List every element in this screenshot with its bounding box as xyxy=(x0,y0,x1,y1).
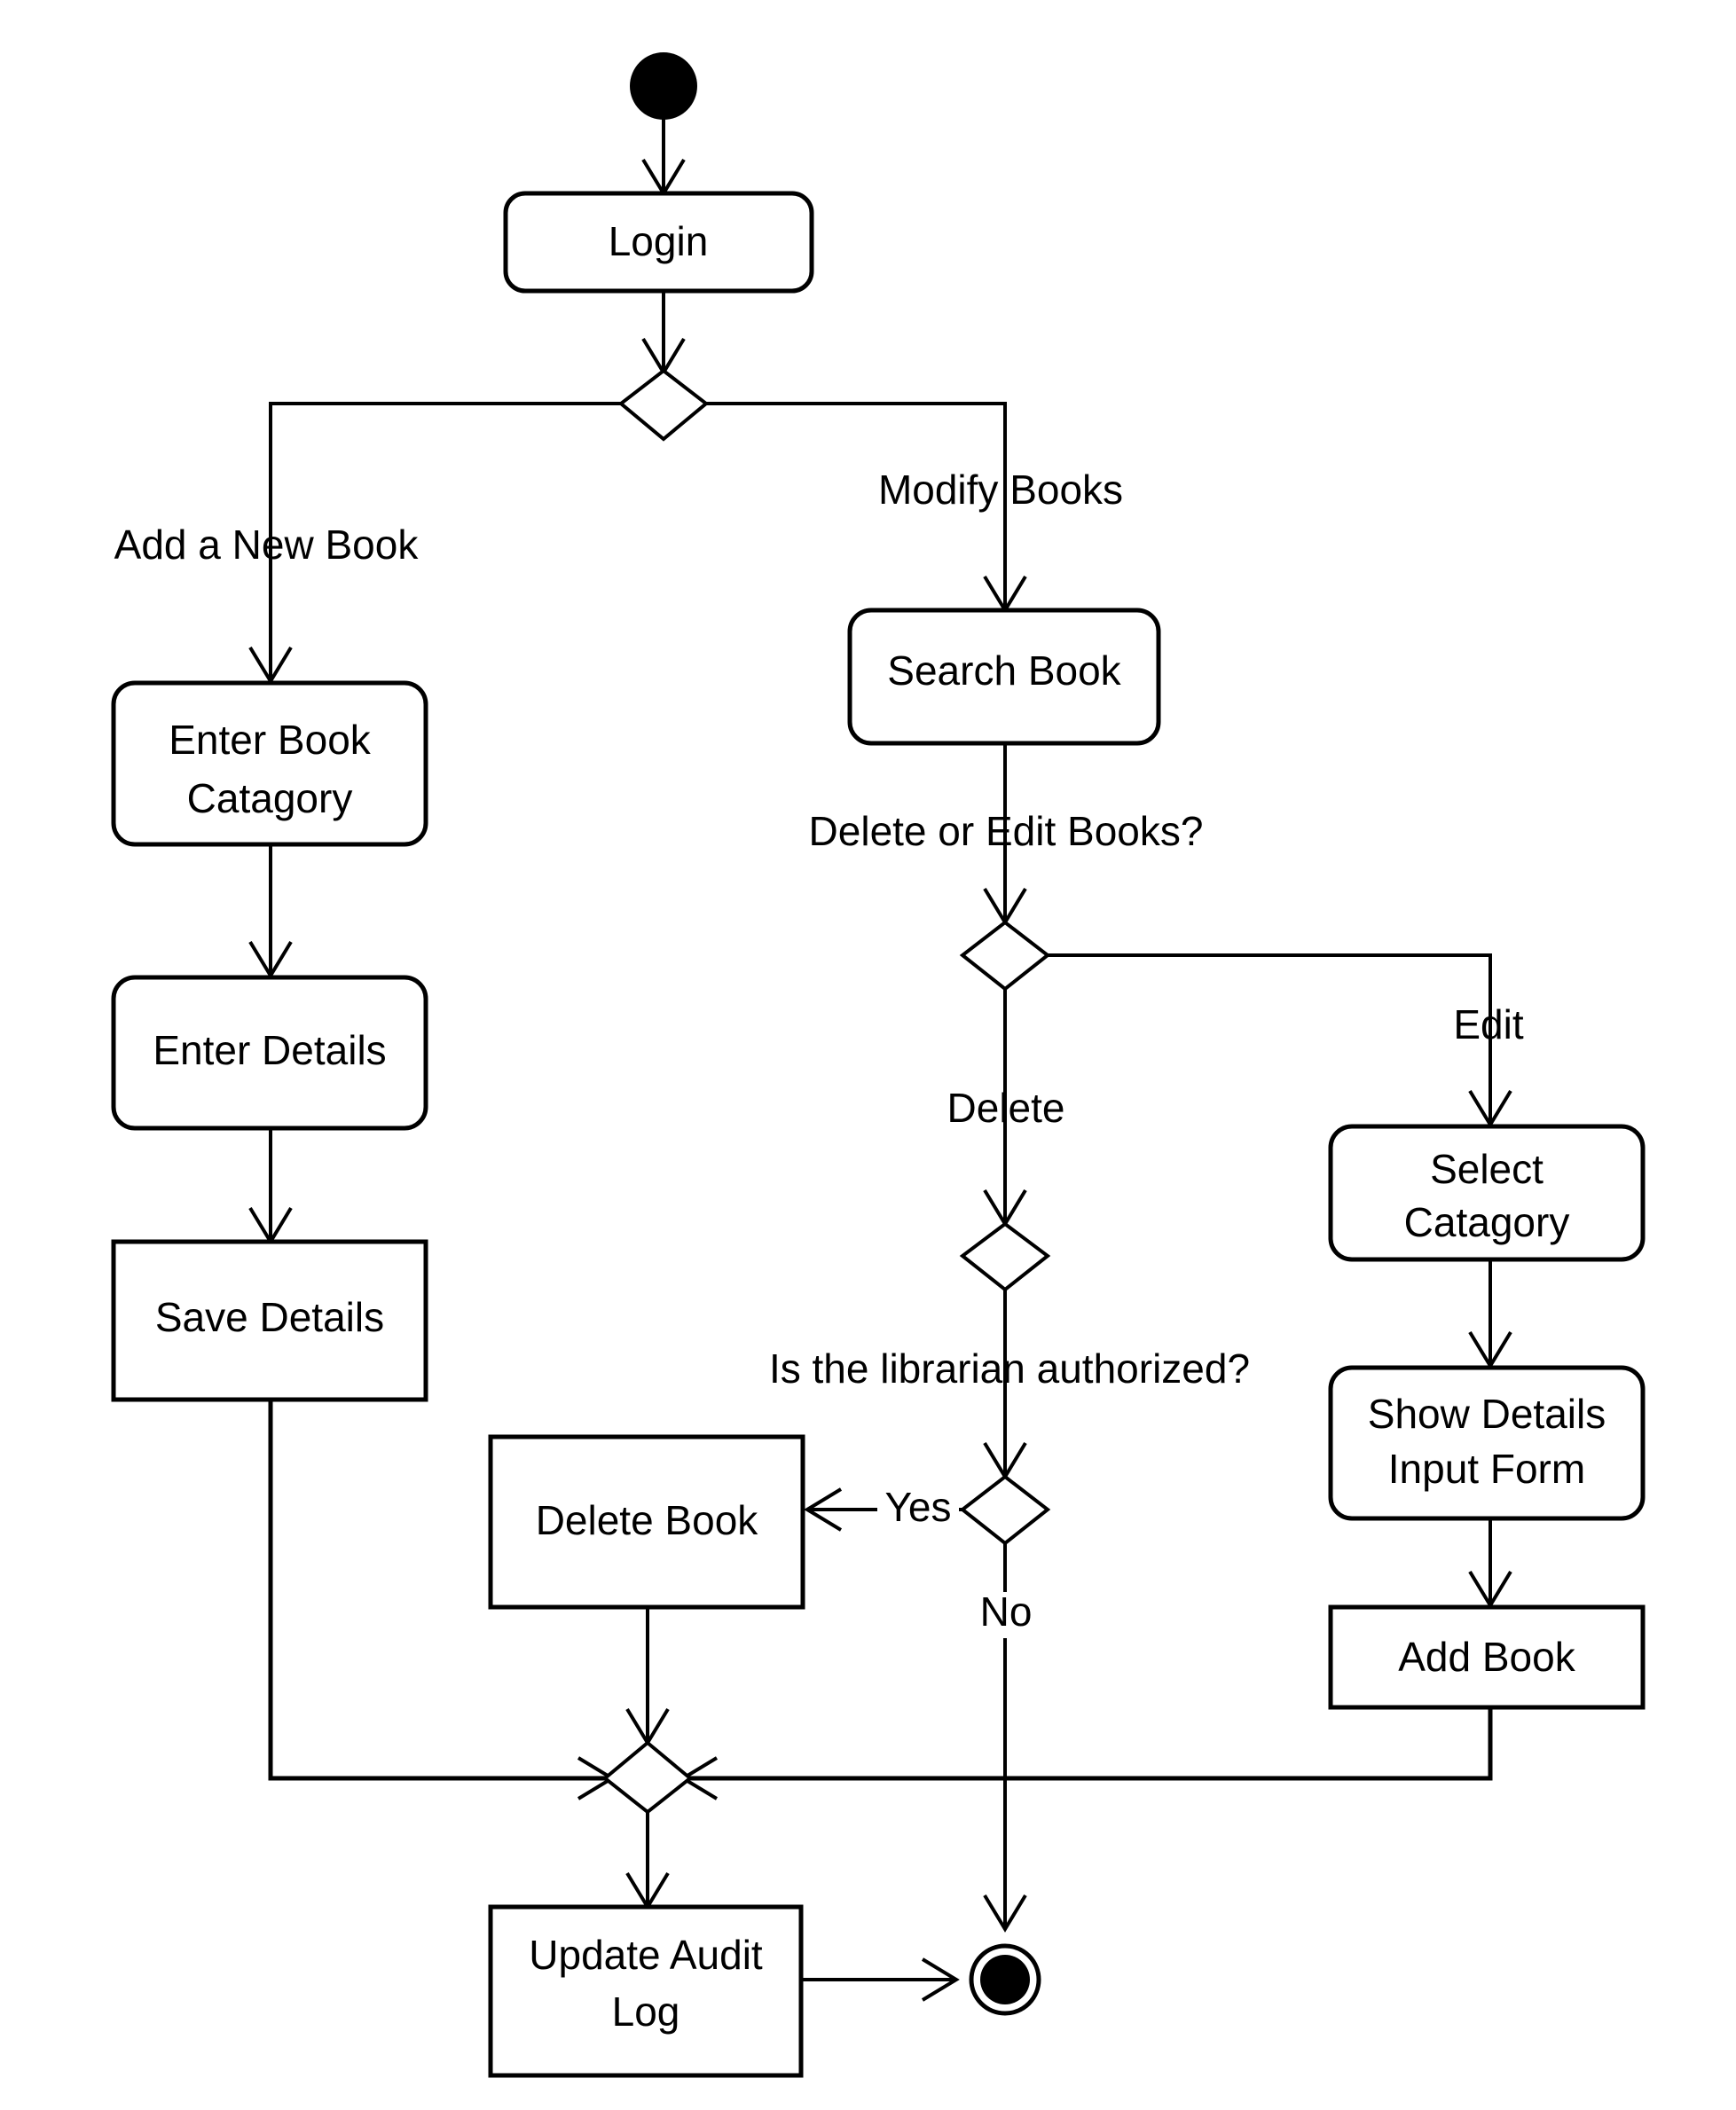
edge-merge-to-update-audit-log xyxy=(625,1811,670,1910)
decision-delete-or-edit[interactable] xyxy=(959,920,1051,992)
action-save-details-label: Save Details xyxy=(155,1294,384,1340)
action-update-audit-log-label-line1: Update Audit xyxy=(529,1932,763,1978)
action-update-audit-log[interactable]: Update Audit Log xyxy=(488,1904,804,2078)
edge-label-is-librarian-authorized: Is the librarian authorized? xyxy=(769,1345,1250,1392)
action-search-book[interactable]: Search Book xyxy=(847,608,1161,746)
edge-label-modify-books: Modify Books xyxy=(878,467,1123,513)
decision-delete[interactable] xyxy=(959,1221,1051,1292)
action-search-book-label: Search Book xyxy=(887,647,1121,694)
svg-text:Add a New Book: Add a New Book xyxy=(114,522,420,568)
svg-text:Delete or Edit Books?: Delete or Edit Books? xyxy=(809,808,1204,854)
action-enter-details[interactable]: Enter Details xyxy=(111,975,428,1131)
svg-text:Yes: Yes xyxy=(884,1484,951,1530)
action-enter-book-catagory-label-line2: Catagory xyxy=(187,775,353,821)
action-login-label: Login xyxy=(609,218,709,264)
svg-text:Modify Books: Modify Books xyxy=(878,467,1123,513)
svg-text:Delete: Delete xyxy=(947,1085,1065,1131)
action-show-details-input-form[interactable]: Show Details Input Form xyxy=(1328,1365,1646,1521)
action-save-details[interactable]: Save Details xyxy=(111,1239,428,1402)
edge-enter-book-catagory-to-enter-details xyxy=(248,844,293,979)
decision-main[interactable] xyxy=(617,368,710,442)
action-add-book[interactable]: Add Book xyxy=(1328,1604,1646,1710)
action-show-details-input-form-label-line1: Show Details xyxy=(1368,1391,1606,1437)
svg-text:Edit: Edit xyxy=(1453,1001,1523,1047)
edge-label-delete-or-edit-books: Delete or Edit Books? xyxy=(809,808,1204,854)
edge-delete-book-to-merge xyxy=(625,1607,670,1746)
initial-node[interactable] xyxy=(630,52,697,120)
edge-start-to-login xyxy=(641,111,686,197)
action-login[interactable]: Login xyxy=(503,191,814,294)
final-node[interactable] xyxy=(969,1943,1041,2016)
edge-label-add-a-new-book: Add a New Book xyxy=(114,522,420,568)
edge-decision-delete-edit-to-select-catagory xyxy=(1048,953,1512,1128)
svg-text:No: No xyxy=(980,1588,1033,1635)
edge-label-yes: Yes xyxy=(877,1484,959,1533)
action-enter-book-catagory[interactable]: Enter Book Catagory xyxy=(111,680,428,847)
merge-node[interactable] xyxy=(601,1740,694,1815)
action-select-catagory-label-line1: Select xyxy=(1430,1146,1544,1192)
edge-label-delete: Delete xyxy=(947,1085,1065,1131)
action-show-details-input-form-label-line2: Input Form xyxy=(1388,1446,1585,1492)
edge-update-audit-log-to-end xyxy=(801,1957,960,2002)
edge-enter-details-to-save-details xyxy=(248,1128,293,1245)
action-enter-details-label: Enter Details xyxy=(153,1027,386,1073)
action-delete-book-label: Delete Book xyxy=(536,1497,759,1543)
edge-label-no: No xyxy=(970,1588,1042,1638)
action-update-audit-log-label-line2: Log xyxy=(612,1988,680,2035)
action-delete-book[interactable]: Delete Book xyxy=(488,1434,805,1610)
edge-select-catagory-to-show-details-input-form xyxy=(1468,1259,1512,1369)
action-enter-book-catagory-label-line1: Enter Book xyxy=(169,717,372,763)
edge-label-edit: Edit xyxy=(1453,1001,1523,1047)
edge-add-book-to-merge xyxy=(679,1707,1493,1800)
action-add-book-label: Add Book xyxy=(1398,1634,1575,1680)
action-select-catagory[interactable]: Select Catagory xyxy=(1328,1124,1646,1262)
decision-librarian-authorized[interactable] xyxy=(959,1474,1051,1546)
action-select-catagory-label-line2: Catagory xyxy=(1404,1199,1570,1245)
edge-show-details-input-form-to-add-book xyxy=(1468,1518,1512,1609)
svg-text:Is the librarian authorized?: Is the librarian authorized? xyxy=(769,1345,1250,1392)
edge-login-to-decision-main xyxy=(641,290,686,376)
